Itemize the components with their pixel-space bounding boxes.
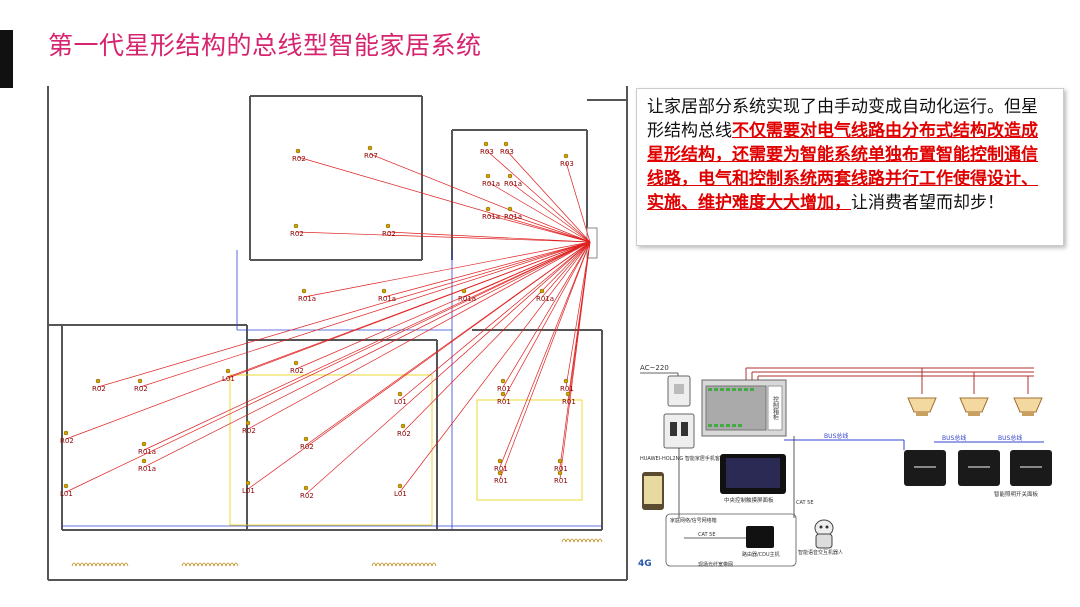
fixture-label: R02 bbox=[300, 492, 314, 500]
fixture-label: R01a bbox=[504, 213, 522, 221]
fixture-label: R01a bbox=[138, 448, 156, 456]
bus-label-1: BUS总线 bbox=[824, 432, 848, 440]
fixture-label: R01 bbox=[497, 385, 511, 393]
accent-bar bbox=[0, 30, 13, 88]
bus-label-2: BUS总线 bbox=[942, 434, 966, 442]
breaker-bottom bbox=[663, 413, 695, 449]
voice-robot bbox=[814, 519, 834, 549]
fixture-label: L01 bbox=[242, 487, 255, 495]
fixture-label: R02 bbox=[292, 155, 306, 163]
fixture-label: L01 bbox=[394, 398, 407, 406]
bus-label-3: BUS总线 bbox=[998, 434, 1022, 442]
cat5e-label-2: CAT 5E bbox=[698, 532, 716, 538]
walls bbox=[47, 86, 628, 581]
fixture-label: R02 bbox=[134, 385, 148, 393]
fixture-label: R01 bbox=[494, 465, 508, 473]
ceiling-lamp-3 bbox=[1013, 397, 1043, 416]
touch-panel-label: 中央控制触摸屏面板 bbox=[724, 496, 774, 504]
fixture-label: R01 bbox=[560, 385, 574, 393]
fixture-label: R01 bbox=[562, 398, 576, 406]
fixture-label: R02 bbox=[290, 230, 304, 238]
network-box bbox=[665, 513, 797, 567]
fixture-label: R01a bbox=[536, 295, 554, 303]
slide-title: 第一代星形结构的总线型智能家居系统 bbox=[48, 31, 482, 60]
fourg-label: 4G bbox=[638, 559, 652, 569]
carrier-label: 现场光纤宽带网 bbox=[698, 561, 733, 568]
ceiling-lamp-2 bbox=[959, 397, 989, 416]
fixture-label: R01a bbox=[298, 295, 316, 303]
fixture-label: R03 bbox=[500, 148, 514, 156]
switch-panel-label: 智能照明开关面板 bbox=[994, 490, 1039, 498]
description-intro: 让家居部分系统实现了由手动变成自动化运行。但星形结构总线 bbox=[647, 97, 1038, 141]
wiring-diagram: AC~220 控制箱柜 BUS总线 BUS总线 BUS总线 智能照明开关面板 H… bbox=[638, 364, 1052, 569]
network-label: 家庭网络/信号网络箱 bbox=[670, 517, 717, 524]
fixture-label: R01 bbox=[554, 477, 568, 485]
description-box: 让家居部分系统实现了由手动变成自动化运行。但星形结构总线不仅需要对电气线路由分布… bbox=[636, 88, 1064, 246]
cabinet-label: 控制箱柜 bbox=[772, 395, 779, 421]
phone-label: HUAWEI-HOL2NG 智能家居手机客户端 bbox=[640, 455, 730, 462]
fixture-label: R01 bbox=[497, 398, 511, 406]
ac-label: AC~220 bbox=[640, 364, 669, 372]
fixture-label: R01a bbox=[458, 295, 476, 303]
router bbox=[746, 526, 774, 548]
fixture-label: R01a bbox=[378, 295, 396, 303]
fixture-label: R02 bbox=[382, 230, 396, 238]
fixture-label: R02 bbox=[92, 385, 106, 393]
fixture-label: R01a bbox=[138, 465, 156, 473]
fixture-label: L01 bbox=[60, 490, 73, 498]
fixture-label: R01 bbox=[554, 465, 568, 473]
fixture-label: R07 bbox=[364, 152, 378, 160]
fixture-label: R01 bbox=[494, 477, 508, 485]
voice-robot-label: 智能语音交互机器人 bbox=[798, 549, 843, 556]
fixture-label: R01a bbox=[482, 180, 500, 188]
description-highlight: 不仅需要对电气线路由分布式结构改造成星形结构，还需要为智能系统单独布置智能控制通… bbox=[647, 121, 1038, 213]
fixture-label: R03 bbox=[480, 148, 494, 156]
router-label: 路由器/CDU主机 bbox=[742, 551, 780, 558]
fixture-label: R01a bbox=[482, 213, 500, 221]
fixture-label: L01 bbox=[394, 490, 407, 498]
fixture-label: R02 bbox=[60, 437, 74, 445]
fixture-label: R03 bbox=[560, 160, 574, 168]
description-conclusion: 让消费者望而却步！ bbox=[851, 193, 1004, 213]
fixture-label: R02 bbox=[290, 367, 304, 375]
cat5e-label-1: CAT 5E bbox=[796, 500, 814, 506]
star-wires bbox=[65, 149, 591, 495]
fixture-label: R02 bbox=[242, 427, 256, 435]
fixture-label: R01a bbox=[504, 180, 522, 188]
fixture-label: R02 bbox=[300, 443, 314, 451]
ceiling-lamp-1 bbox=[907, 397, 937, 416]
fixture-label: L01 bbox=[222, 375, 235, 383]
fixture-label: R02 bbox=[397, 430, 411, 438]
